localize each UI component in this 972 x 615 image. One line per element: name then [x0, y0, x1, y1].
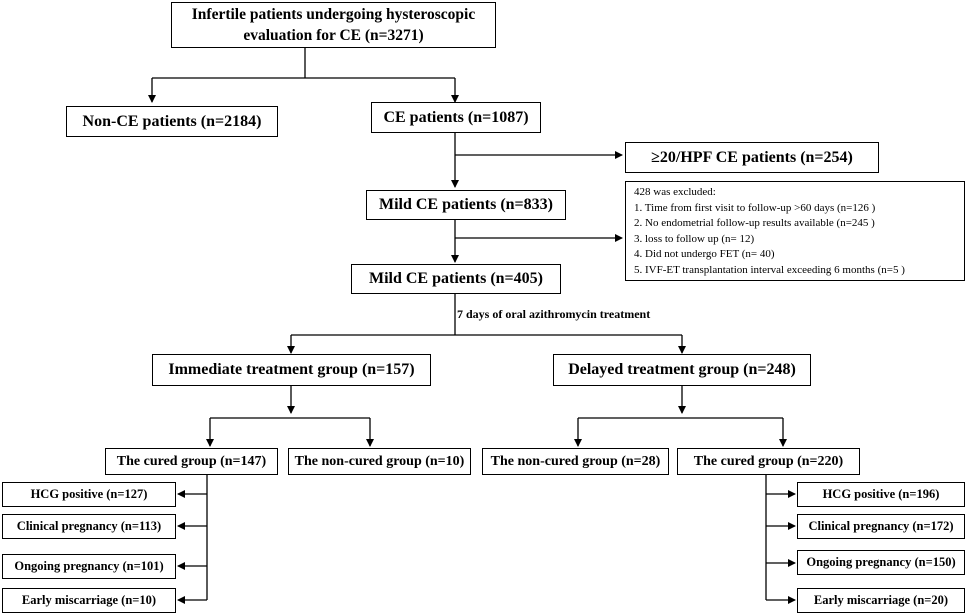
- immediate-group-box: Immediate treatment group (n=157): [152, 354, 431, 386]
- exclusion-item: 3. loss to follow up (n= 12): [634, 232, 755, 245]
- del-outcome-clinical: Clinical pregnancy (n=172): [797, 514, 965, 539]
- top-box: Infertile patients undergoing hysterosco…: [171, 2, 496, 48]
- high-ce-box: ≥20/HPF CE patients (n=254): [625, 142, 879, 173]
- imm-outcome-clinical: Clinical pregnancy (n=113): [2, 514, 176, 539]
- imm-outcome-hcg: HCG positive (n=127): [2, 482, 176, 507]
- ce-box: CE patients (n=1087): [371, 102, 541, 133]
- mild-ce-833-box: Mild CE patients (n=833): [366, 190, 566, 220]
- exclusion-item: 5. IVF-ET transplantation interval excee…: [634, 263, 905, 276]
- non-ce-box: Non-CE patients (n=2184): [66, 106, 278, 137]
- del-cured-box: The cured group (n=220): [677, 448, 860, 475]
- imm-outcome-miscarriage: Early miscarriage (n=10): [2, 588, 176, 613]
- imm-outcome-ongoing: Ongoing pregnancy (n=101): [2, 554, 176, 579]
- del-outcome-miscarriage: Early miscarriage (n=20): [797, 588, 965, 613]
- treatment-label: 7 days of oral azithromycin treatment: [457, 307, 651, 321]
- exclusion-item: 2. No endometrial follow-up results avai…: [634, 217, 875, 229]
- imm-noncured-box: The non-cured group (n=10): [288, 448, 471, 475]
- top-box-line1: Infertile patients undergoing hysterosco…: [191, 6, 476, 23]
- del-noncured-box: The non-cured group (n=28): [482, 448, 669, 475]
- top-box-line2: evaluation for CE (n=3271): [243, 27, 424, 44]
- delayed-group-box: Delayed treatment group (n=248): [553, 354, 811, 386]
- del-outcome-ongoing: Ongoing pregnancy (n=150): [797, 550, 965, 575]
- imm-cured-box: The cured group (n=147): [105, 448, 278, 475]
- exclusion-box: 428 was excluded: 1. Time from first vis…: [625, 181, 965, 281]
- exclusion-item: 1. Time from first visit to follow-up >6…: [634, 201, 876, 214]
- exclusion-item: 4. Did not undergo FET (n= 40): [634, 248, 775, 260]
- mild-ce-405-box: Mild CE patients (n=405): [351, 264, 561, 294]
- del-outcome-hcg: HCG positive (n=196): [797, 482, 965, 507]
- exclusion-title: 428 was excluded:: [634, 186, 716, 198]
